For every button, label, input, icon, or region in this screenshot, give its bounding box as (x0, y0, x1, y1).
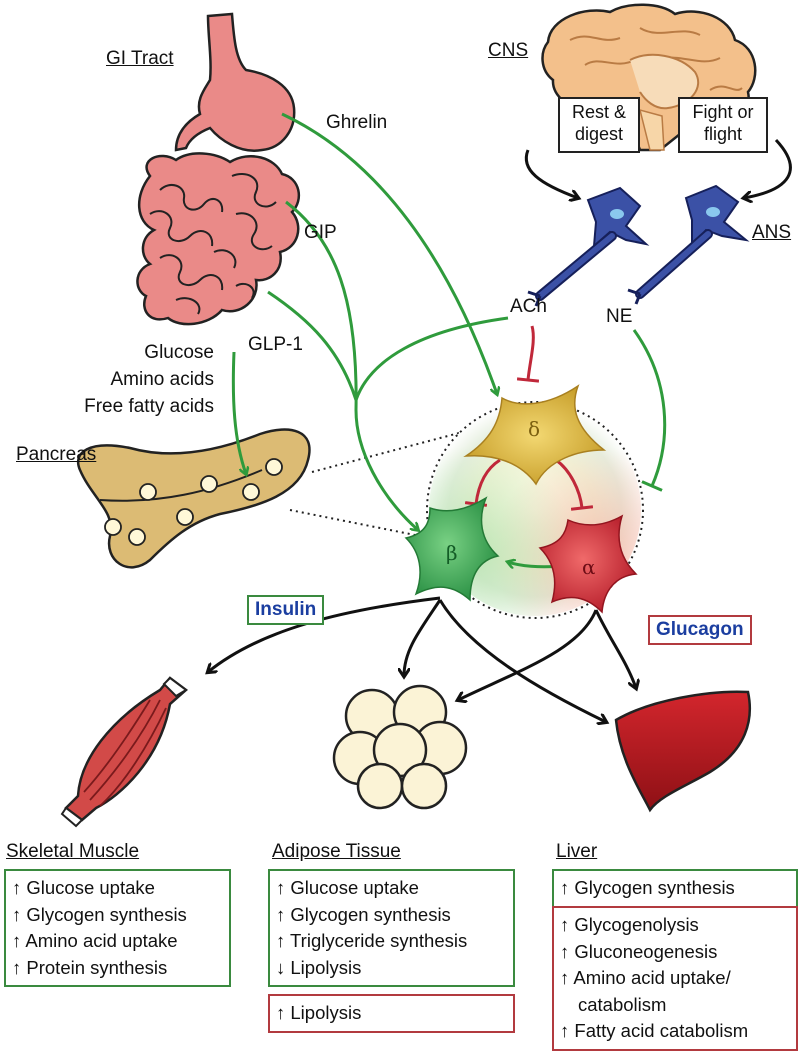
liver-glucagon-effects: ↑ Glycogenolysis ↑ Gluconeogenesis ↑ Ami… (552, 906, 798, 1051)
effect-item: ↑ Glycogen synthesis (12, 903, 187, 925)
intestine-illustration (136, 152, 301, 326)
inhibitory-lines (464, 325, 594, 511)
effect-item-continuation: catabolism (578, 993, 667, 1015)
cns-label: CNS (488, 40, 529, 61)
nutrient-label-glucose: Glucose (144, 342, 214, 363)
effect-item: ↑ Protein synthesis (12, 956, 168, 978)
insulin-box: Insulin (247, 595, 325, 625)
beta-cell-symbol: β (446, 541, 458, 565)
fight-flight-box: Fight or flight (678, 97, 768, 153)
effect-item: ↓ Lipolysis (276, 956, 362, 978)
effect-item: ↑ Triglyceride synthesis (276, 930, 468, 951)
rest-digest-line1: Rest & (571, 102, 627, 122)
delta-cell (463, 384, 607, 486)
delta-cell-symbol: δ (528, 417, 541, 441)
adipose-insulin-effects: ↑ Glucose uptake ↑ Glycogen synthesis ↑ … (268, 869, 515, 987)
effect-item: ↑ Gluconeogenesis (560, 940, 718, 962)
pancreas-label: Pancreas (16, 444, 97, 465)
ne-label: NE (606, 306, 633, 327)
glucagon-box: Glucagon (648, 615, 752, 645)
beta-cell (404, 496, 500, 602)
fight-flight-line2: flight (703, 124, 743, 144)
hormone-output-arrows (208, 596, 636, 722)
effect-item: ↑ Glucose uptake (276, 877, 419, 898)
stomach-illustration (174, 12, 296, 152)
adipose-glucagon-effects: ↑ Lipolysis (268, 994, 515, 1033)
adipose-illustration (332, 684, 468, 810)
skeletal-muscle-title: Skeletal Muscle (6, 841, 140, 862)
effect-item: ↑ Glycogen synthesis (276, 903, 451, 925)
adipose-tissue-title: Adipose Tissue (272, 841, 401, 862)
skeletal-muscle-insulin-effects: ↑ Glucose uptake ↑ Glycogen synthesis ↑ … (4, 869, 231, 987)
rest-digest-box: Rest & digest (558, 97, 640, 153)
neuron-parasympathetic (527, 186, 650, 307)
gip-label: GIP (304, 222, 337, 243)
effect-item: ↑ Glucose uptake (12, 877, 155, 898)
effect-item: ↑ Fatty acid catabolism (560, 1020, 749, 1041)
fight-flight-line1: Fight or (692, 102, 754, 122)
rest-digest-line2: digest (574, 124, 624, 144)
muscle-illustration (60, 676, 188, 828)
nutrient-label-free-fatty-acids: Free fatty acids (84, 396, 214, 417)
ghrelin-label: Ghrelin (326, 112, 388, 133)
effect-item: ↑ Lipolysis (276, 1002, 362, 1023)
effect-item: ↑ Glycogenolysis (560, 914, 699, 935)
effect-item: ↑ Amino acid uptake/ (560, 967, 731, 988)
ach-label: ACh (510, 296, 547, 317)
liver-title: Liver (556, 841, 598, 862)
alpha-cell-symbol: α (582, 555, 596, 579)
nutrient-label-amino-acids: Amino acids (110, 369, 215, 390)
alpha-cell (538, 514, 638, 614)
ans-label: ANS (752, 222, 792, 243)
liver-illustration (614, 690, 752, 813)
neuron-sympathetic (627, 184, 750, 305)
effect-item: ↑ Glycogen synthesis (560, 877, 735, 898)
pancreas-illustration (77, 428, 311, 569)
effect-item: ↑ Amino acid uptake (12, 930, 178, 951)
liver-insulin-effects: ↑ Glycogen synthesis (552, 869, 798, 908)
gi-tract-label: GI Tract (106, 48, 174, 69)
glp1-label: GLP-1 (248, 334, 303, 355)
